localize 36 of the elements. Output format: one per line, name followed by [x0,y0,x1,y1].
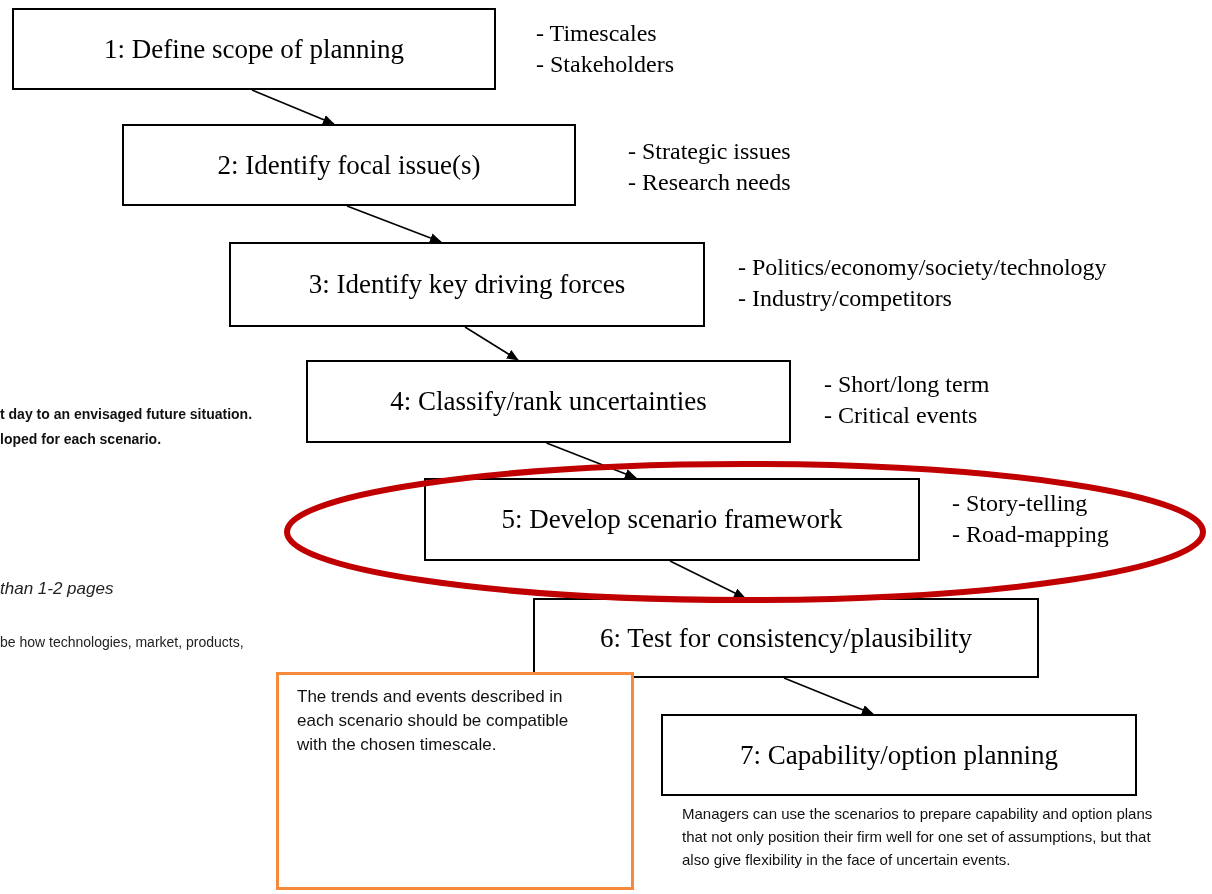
arrow [464,326,519,361]
note-text: t day to an envisaged future situation. [0,405,254,424]
process-box [661,714,1137,796]
step-label: 2: Identify focal issue(s) [217,148,481,182]
bullet-item: - Industry/competitors [738,284,953,313]
process-box [122,124,576,206]
note-text: than 1-2 pages [0,578,115,600]
note-text: loped for each scenario. [0,430,163,449]
step-label: 5: Develop scenario framework [501,503,843,537]
process-box [229,242,705,327]
step-label: 1: Define scope of planning [104,32,404,66]
bullet-item: - Strategic issues [628,137,792,166]
bullet-item: - Stakeholders [536,50,675,79]
bullet-item: - Short/long term [824,370,991,399]
step-label: 3: Identify key driving forces [308,268,626,302]
step-label: 7: Capability/option planning [740,738,1058,772]
arrow [346,205,442,243]
process-box [306,360,791,443]
note-text: be how technologies, market, products, [0,633,245,652]
step-label: 6: Test for consistency/plausibility [600,621,972,655]
bullet-item: - Road-mapping [952,520,1110,549]
bullet-item: - Timescales [536,19,658,48]
arrow [251,89,335,125]
bullet-item: - Politics/economy/society/technology [738,253,1108,282]
process-box [424,478,920,561]
arrow [669,560,746,599]
bullet-item: - Research needs [628,168,792,197]
note-text: The trends and events described in each scenario should be compatible with the chosen timescale. [297,686,570,756]
note-box [276,672,634,890]
arrow [783,677,874,715]
bullet-item: - Story-telling [952,489,1089,518]
process-box [533,598,1039,678]
note-text: Managers can use the scenarios to prepare capability and option plans that not only position their firm well for one set of assumptions, but that also give flexibility in the face of uncertain events. [682,804,1154,870]
bullet-item: - Critical events [824,401,979,430]
step-label: 4: Classify/rank uncertainties [390,385,707,419]
process-box [12,8,496,90]
